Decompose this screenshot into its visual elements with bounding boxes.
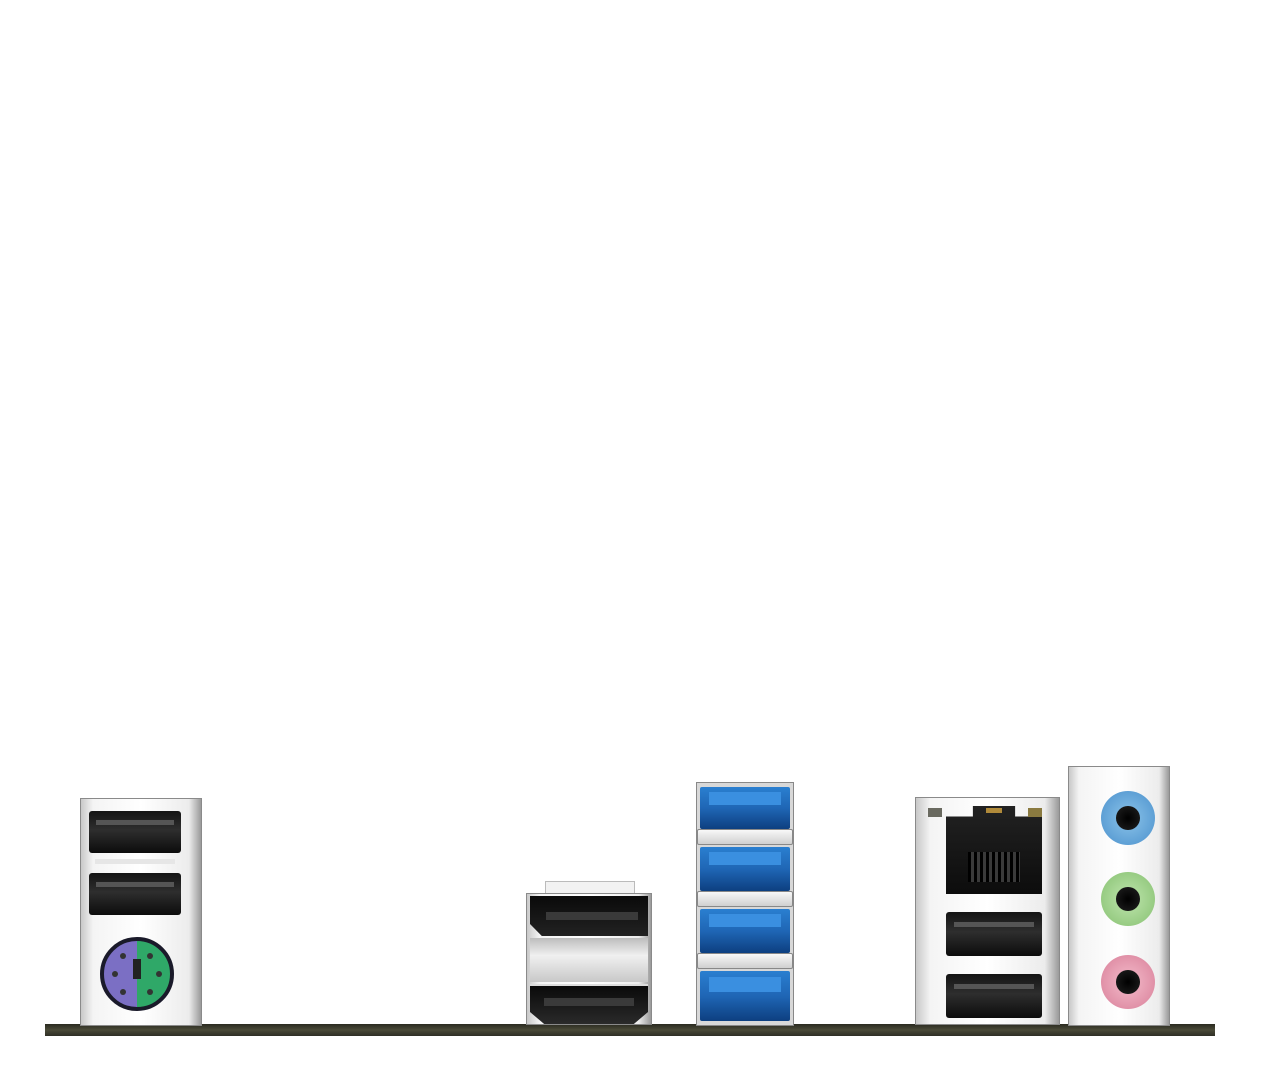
divider — [697, 891, 793, 907]
usb-tongue — [96, 882, 174, 888]
displayport-icon[interactable] — [530, 896, 648, 936]
usb-tongue — [709, 852, 781, 866]
jack-hole — [1116, 970, 1140, 994]
ps2-pin — [156, 971, 162, 977]
divider — [697, 953, 793, 969]
usb3-stack — [696, 782, 794, 1026]
ps2-pin — [147, 953, 153, 959]
led-icon — [1028, 808, 1042, 817]
displayport-tongue — [546, 912, 638, 920]
jack-hole — [1116, 806, 1140, 830]
hdmi-tongue — [544, 998, 634, 1006]
audio-jack-icon[interactable] — [1101, 791, 1155, 845]
audio-jack-icon[interactable] — [1101, 872, 1155, 926]
usb-tongue — [709, 977, 781, 992]
usb-port-icon[interactable] — [946, 912, 1042, 956]
divider — [697, 829, 793, 845]
shield-panel — [530, 938, 648, 982]
divider — [95, 859, 175, 864]
jack-hole — [1116, 887, 1140, 911]
usb-tongue — [953, 983, 1035, 989]
usb-ps2-stack — [80, 798, 202, 1026]
pcb-edge — [45, 1024, 1215, 1036]
hdmi-port-icon[interactable] — [530, 984, 648, 1024]
usb-port-icon[interactable] — [89, 873, 181, 915]
audio-jack-icon[interactable] — [1101, 955, 1155, 1009]
ps2-pin — [112, 971, 118, 977]
ethernet-contacts — [968, 852, 1020, 882]
usb-port-icon[interactable] — [89, 811, 181, 853]
ethernet-port-icon[interactable] — [946, 806, 1042, 894]
usb-tongue — [709, 792, 781, 805]
usb-tongue — [96, 820, 174, 826]
ps2-pin — [147, 989, 153, 995]
ps2-port-icon[interactable] — [100, 937, 174, 1011]
usb3-port-icon[interactable] — [700, 787, 790, 829]
usb-tongue — [709, 914, 781, 928]
usb-tongue — [953, 921, 1035, 927]
usb3-port-icon[interactable] — [700, 971, 790, 1021]
usb3-port-icon[interactable] — [700, 909, 790, 953]
ethernet-latch — [986, 808, 1002, 813]
led-icon — [928, 808, 942, 817]
usb-port-icon[interactable] — [946, 974, 1042, 1018]
usb3-port-icon[interactable] — [700, 847, 790, 891]
ps2-pin — [120, 953, 126, 959]
audio-stack — [1068, 766, 1170, 1026]
ps2-key — [133, 959, 141, 979]
video-stack — [526, 893, 652, 1025]
lan-usb-stack — [915, 797, 1060, 1025]
ps2-pin — [120, 989, 126, 995]
